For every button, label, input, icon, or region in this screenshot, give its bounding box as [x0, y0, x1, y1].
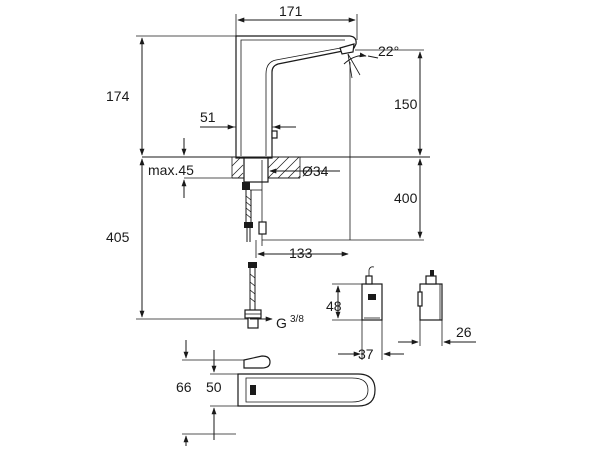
dim-spout-angle: 22° [378, 43, 399, 59]
dim-top-width: 171 [279, 3, 303, 19]
extension-lines [136, 14, 443, 435]
dim-plan-inner: 50 [206, 379, 222, 395]
dim-plan-width: 66 [176, 379, 192, 395]
mounting-hardware [242, 157, 269, 329]
dim-reach: 133 [289, 245, 313, 261]
dim-box-height: 48 [326, 298, 342, 314]
dim-below-deck: 400 [394, 190, 418, 206]
dimension-labels: 171 22° 174 150 51 max.45 Ø34 400 405 13… [106, 3, 472, 395]
dim-box-depth: 26 [456, 324, 472, 340]
faucet-plan-view [237, 355, 376, 407]
dimension-lines [139, 17, 476, 446]
dim-hose-length: 405 [106, 229, 130, 245]
dim-thread-letter: G [276, 315, 287, 331]
dim-thread-fraction: 3/8 [290, 314, 304, 325]
dim-hole-diameter: Ø34 [302, 163, 329, 179]
control-box-side [417, 270, 443, 321]
dim-box-width: 37 [358, 346, 374, 362]
dim-total-height: 174 [106, 88, 130, 104]
dim-spout-height: 150 [394, 96, 418, 112]
dim-body-width: 51 [200, 109, 216, 125]
control-box-front [361, 266, 383, 321]
faucet-side-view [235, 35, 361, 159]
countertop-section [142, 156, 430, 179]
dim-max-thickness: max.45 [148, 162, 194, 178]
